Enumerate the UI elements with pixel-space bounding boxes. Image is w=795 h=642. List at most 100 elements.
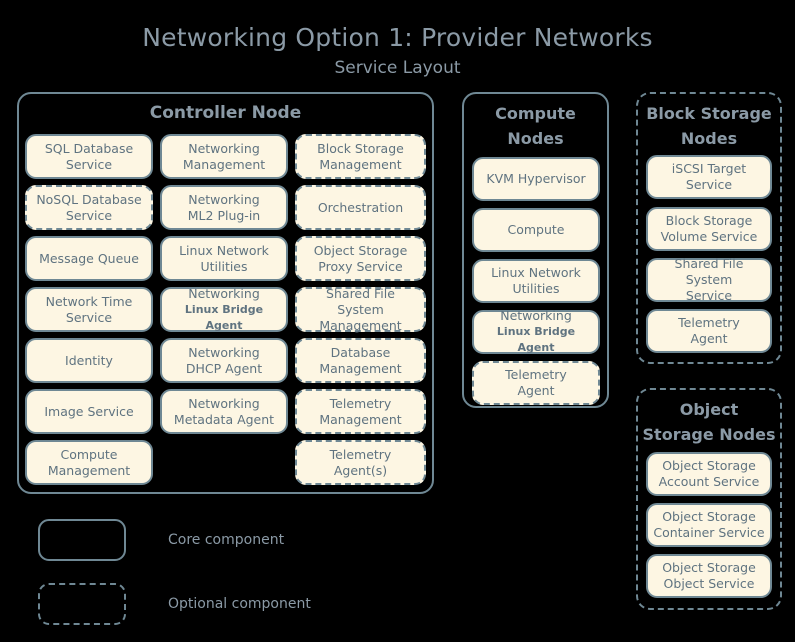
block-storage-title-line1: Block Storage [646,104,772,123]
controller-linux-network-utilities-label-line2: Utilities [200,258,248,274]
controller-telemetry-management-label-line1: Telemetry [329,395,392,411]
section-compute-nodes: Compute Nodes [462,92,609,408]
controller-network-time-service-label-line2: Service [65,309,113,325]
controller-compute-management-label-line1: Compute [60,446,118,462]
compute-compute-label-line1: Compute [507,222,565,237]
controller-networking-metadata-agent-label-line1: Networking [188,395,260,411]
section-controller-node: Controller Node [17,92,434,494]
block-storage-shared-file-system-service-label-line1: Shared File System [674,256,744,287]
compute-nodes-title-line2: Nodes [507,129,564,148]
compute-kvm-hypervisor-label-line1: KVM Hypervisor [486,171,586,186]
controller-nosql-database-service-label-line2: Service [65,207,113,223]
controller-networking-metadata-agent-label-line2: Metadata Agent [173,411,275,427]
block-storage-telemetry-agent-label-line1: Telemetry [678,315,740,330]
object-storage-title-line1: Object [679,400,739,419]
controller-database-management-label-line1: Database [330,344,391,360]
diagram-title-block: Networking Option 1: Provider Networks S… [0,22,795,80]
object-storage-title-line2: Storage Nodes [642,425,776,444]
controller-networking-ml2-plug-in-label-line1: Networking [188,191,260,207]
controller-shared-file-system-management-label-line2: Management [319,317,402,333]
section-title-controller-node: Controller Node [149,103,302,123]
controller-telemetry-agent-s-label-line2: Agent(s) [333,462,388,478]
controller-orchestration-label-line1: Orchestration [317,199,404,215]
block-storage-block-storage-volume-service-label-line2: Volume Service [660,229,758,244]
compute-compute-box[interactable]: Compute [472,208,600,252]
block-storage-shared-file-system-service-label-line2: Service [685,288,733,303]
controller-image-service-box[interactable]: Image Service [25,389,153,434]
controller-orchestration-box[interactable]: Orchestration [295,185,426,230]
compute-networking-linux-bridge-agent-label-line1: Networking [500,308,572,323]
controller-message-queue-box[interactable]: Message Queue [25,236,153,281]
legend-row-optional: Optional component [38,583,368,625]
block-storage-telemetry-agent-label-line2: Agent [690,331,728,346]
controller-sql-database-service-label-line1: SQL Database [44,140,134,156]
section-title-block-storage-nodes: Block Storage Nodes [638,94,780,151]
object-storage-object-storage-container-service-label-line1: Object Storage [662,509,756,524]
compute-networking-linux-bridge-agent-label-line2: Linux Bridge Agent [496,325,576,354]
controller-message-queue-label-line1: Message Queue [39,250,139,266]
block-storage-title-line2: Nodes [680,129,738,148]
controller-database-management-label-line2: Management [319,360,402,376]
controller-shared-file-system-management-label-line1: Shared File System [326,285,395,317]
controller-identity-box[interactable]: Identity [25,338,153,383]
compute-telemetry-agent-label-line2: Agent [517,383,555,398]
controller-sql-database-service-label-line2: Service [65,156,113,172]
compute-nodes-title-line1: Compute [495,104,576,123]
compute-linux-network-utilities-label-line2: Utilities [512,281,560,296]
controller-networking-management-label-line2: Management [182,156,266,172]
section-block-storage-nodes: Block Storage Nodes [636,92,782,364]
controller-network-time-service-label-line1: Network Time [45,293,133,309]
compute-kvm-hypervisor-box[interactable]: KVM Hypervisor [472,157,600,201]
controller-identity-label-line1: Identity [65,352,113,368]
block-storage-block-storage-volume-service-label-line1: Block Storage [665,213,753,228]
controller-object-storage-proxy-service-label-line2: Proxy Service [318,258,403,274]
block-storage-iscsi-target-service-label-line2: Service [685,177,733,192]
controller-image-service-label-line1: Image Service [44,403,134,419]
controller-networking-management-label-line1: Networking [188,140,260,156]
object-storage-object-storage-object-service-label-line1: Object Storage [662,560,756,575]
controller-telemetry-management-label-line2: Management [319,411,402,427]
legend-row-core: Core component [38,519,368,561]
legend-swatch-core [38,519,126,561]
legend-swatch-optional [38,583,126,625]
controller-networking-ml2-plug-in-label-line2: ML2 Plug-in [187,207,261,223]
controller-networking-linux-bridge-agent-label-line2: Linux Bridge Agent [184,302,264,332]
page-subtitle: Service Layout [334,58,461,78]
controller-networking-dhcp-agent-label-line1: Networking [188,344,260,360]
controller-networking-dhcp-agent-label-line2: DHCP Agent [185,360,263,376]
object-storage-object-storage-account-service-label-line1: Object Storage [662,458,756,473]
controller-object-storage-proxy-service-label-line1: Object Storage [313,242,408,258]
controller-block-storage-management-label-line2: Management [319,156,402,172]
controller-block-storage-management-label-line1: Block Storage [317,140,404,156]
object-storage-object-storage-container-service-label-line2: Container Service [653,525,765,540]
controller-nosql-database-service-label-line1: NoSQL Database [36,191,142,207]
section-title-compute-nodes: Compute Nodes [464,94,607,151]
legend-label-optional: Optional component [168,596,311,612]
